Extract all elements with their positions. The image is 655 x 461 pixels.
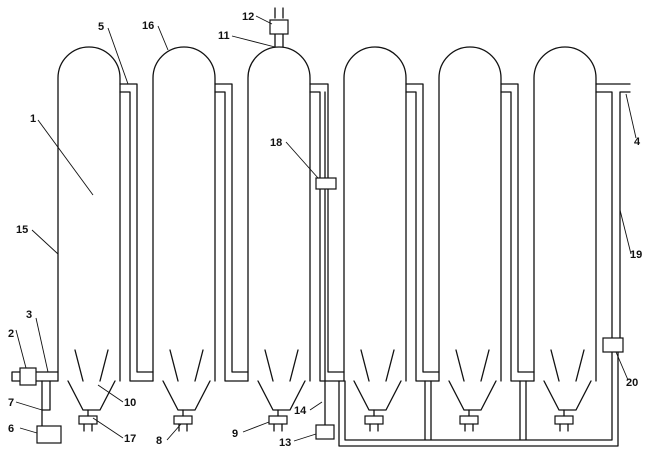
label-12: 12	[242, 11, 254, 23]
leader-2	[15, 329, 27, 369]
leader-13	[293, 433, 317, 442]
discharge-valve-6	[554, 409, 574, 432]
leader-9	[242, 421, 270, 433]
duct-1-2	[119, 83, 154, 382]
hopper-4	[353, 349, 402, 411]
chamber-6	[533, 46, 597, 382]
label-13: 13	[279, 437, 291, 449]
hopper-3	[257, 349, 306, 411]
hopper-6	[543, 349, 592, 411]
discharge-valve-5	[459, 409, 479, 432]
leader-3	[35, 317, 49, 373]
hopper-5	[448, 349, 497, 411]
vent-valve	[269, 19, 289, 35]
discharge-valve-4	[364, 409, 384, 432]
label-3: 3	[26, 309, 32, 321]
duct-2-3	[214, 83, 249, 382]
label-9: 9	[232, 428, 238, 440]
collection-tank	[36, 425, 62, 444]
leader-15	[31, 229, 59, 255]
leader-4	[625, 93, 637, 139]
pump-13	[315, 424, 335, 440]
leader-6	[19, 427, 38, 434]
label-1: 1	[30, 113, 36, 125]
leader-18	[285, 141, 319, 179]
label-15: 15	[16, 224, 28, 236]
label-16: 16	[142, 20, 154, 32]
leader-12	[255, 15, 273, 25]
label-8: 8	[156, 435, 162, 447]
label-6: 6	[8, 423, 14, 435]
chamber-1	[57, 46, 121, 382]
leader-8	[166, 423, 182, 441]
discharge-valve-2	[173, 409, 193, 432]
inlet-valve	[19, 367, 37, 386]
label-19: 19	[630, 249, 642, 261]
leader-19	[619, 209, 632, 255]
valve-18	[315, 177, 337, 190]
label-20: 20	[626, 377, 638, 389]
leader-16	[157, 25, 169, 51]
leader-1	[37, 119, 94, 196]
chamber-4	[343, 46, 407, 382]
label-4: 4	[634, 136, 641, 148]
leader-11	[231, 35, 276, 48]
inlet-branch-pipe	[41, 380, 51, 429]
label-18: 18	[270, 137, 282, 149]
hopper-1	[67, 349, 116, 411]
label-17: 17	[124, 433, 136, 445]
leader-10	[97, 384, 124, 403]
label-11: 11	[218, 30, 230, 42]
leader-17	[92, 417, 124, 439]
leader-20	[615, 351, 629, 381]
label-2: 2	[8, 328, 14, 340]
hopper-2	[162, 349, 211, 411]
leader-5	[107, 27, 129, 85]
chamber-5	[438, 46, 502, 382]
label-5: 5	[98, 21, 104, 33]
leader-14	[309, 401, 323, 411]
duct-3-4	[309, 83, 345, 382]
discharge-valve-3	[268, 409, 288, 432]
discharge-valve-1	[78, 409, 98, 432]
leader-7	[15, 401, 43, 411]
label-14: 14	[294, 405, 307, 417]
chamber-2	[152, 46, 216, 382]
outlet-duct	[595, 83, 631, 341]
collection-header	[338, 351, 619, 447]
vent-pipe	[274, 7, 284, 48]
label-7: 7	[8, 397, 14, 409]
label-10: 10	[124, 397, 136, 409]
duct-4-5	[405, 83, 440, 382]
duct-5-6	[500, 83, 535, 382]
valve-20	[602, 337, 624, 353]
chamber-3	[247, 46, 311, 382]
